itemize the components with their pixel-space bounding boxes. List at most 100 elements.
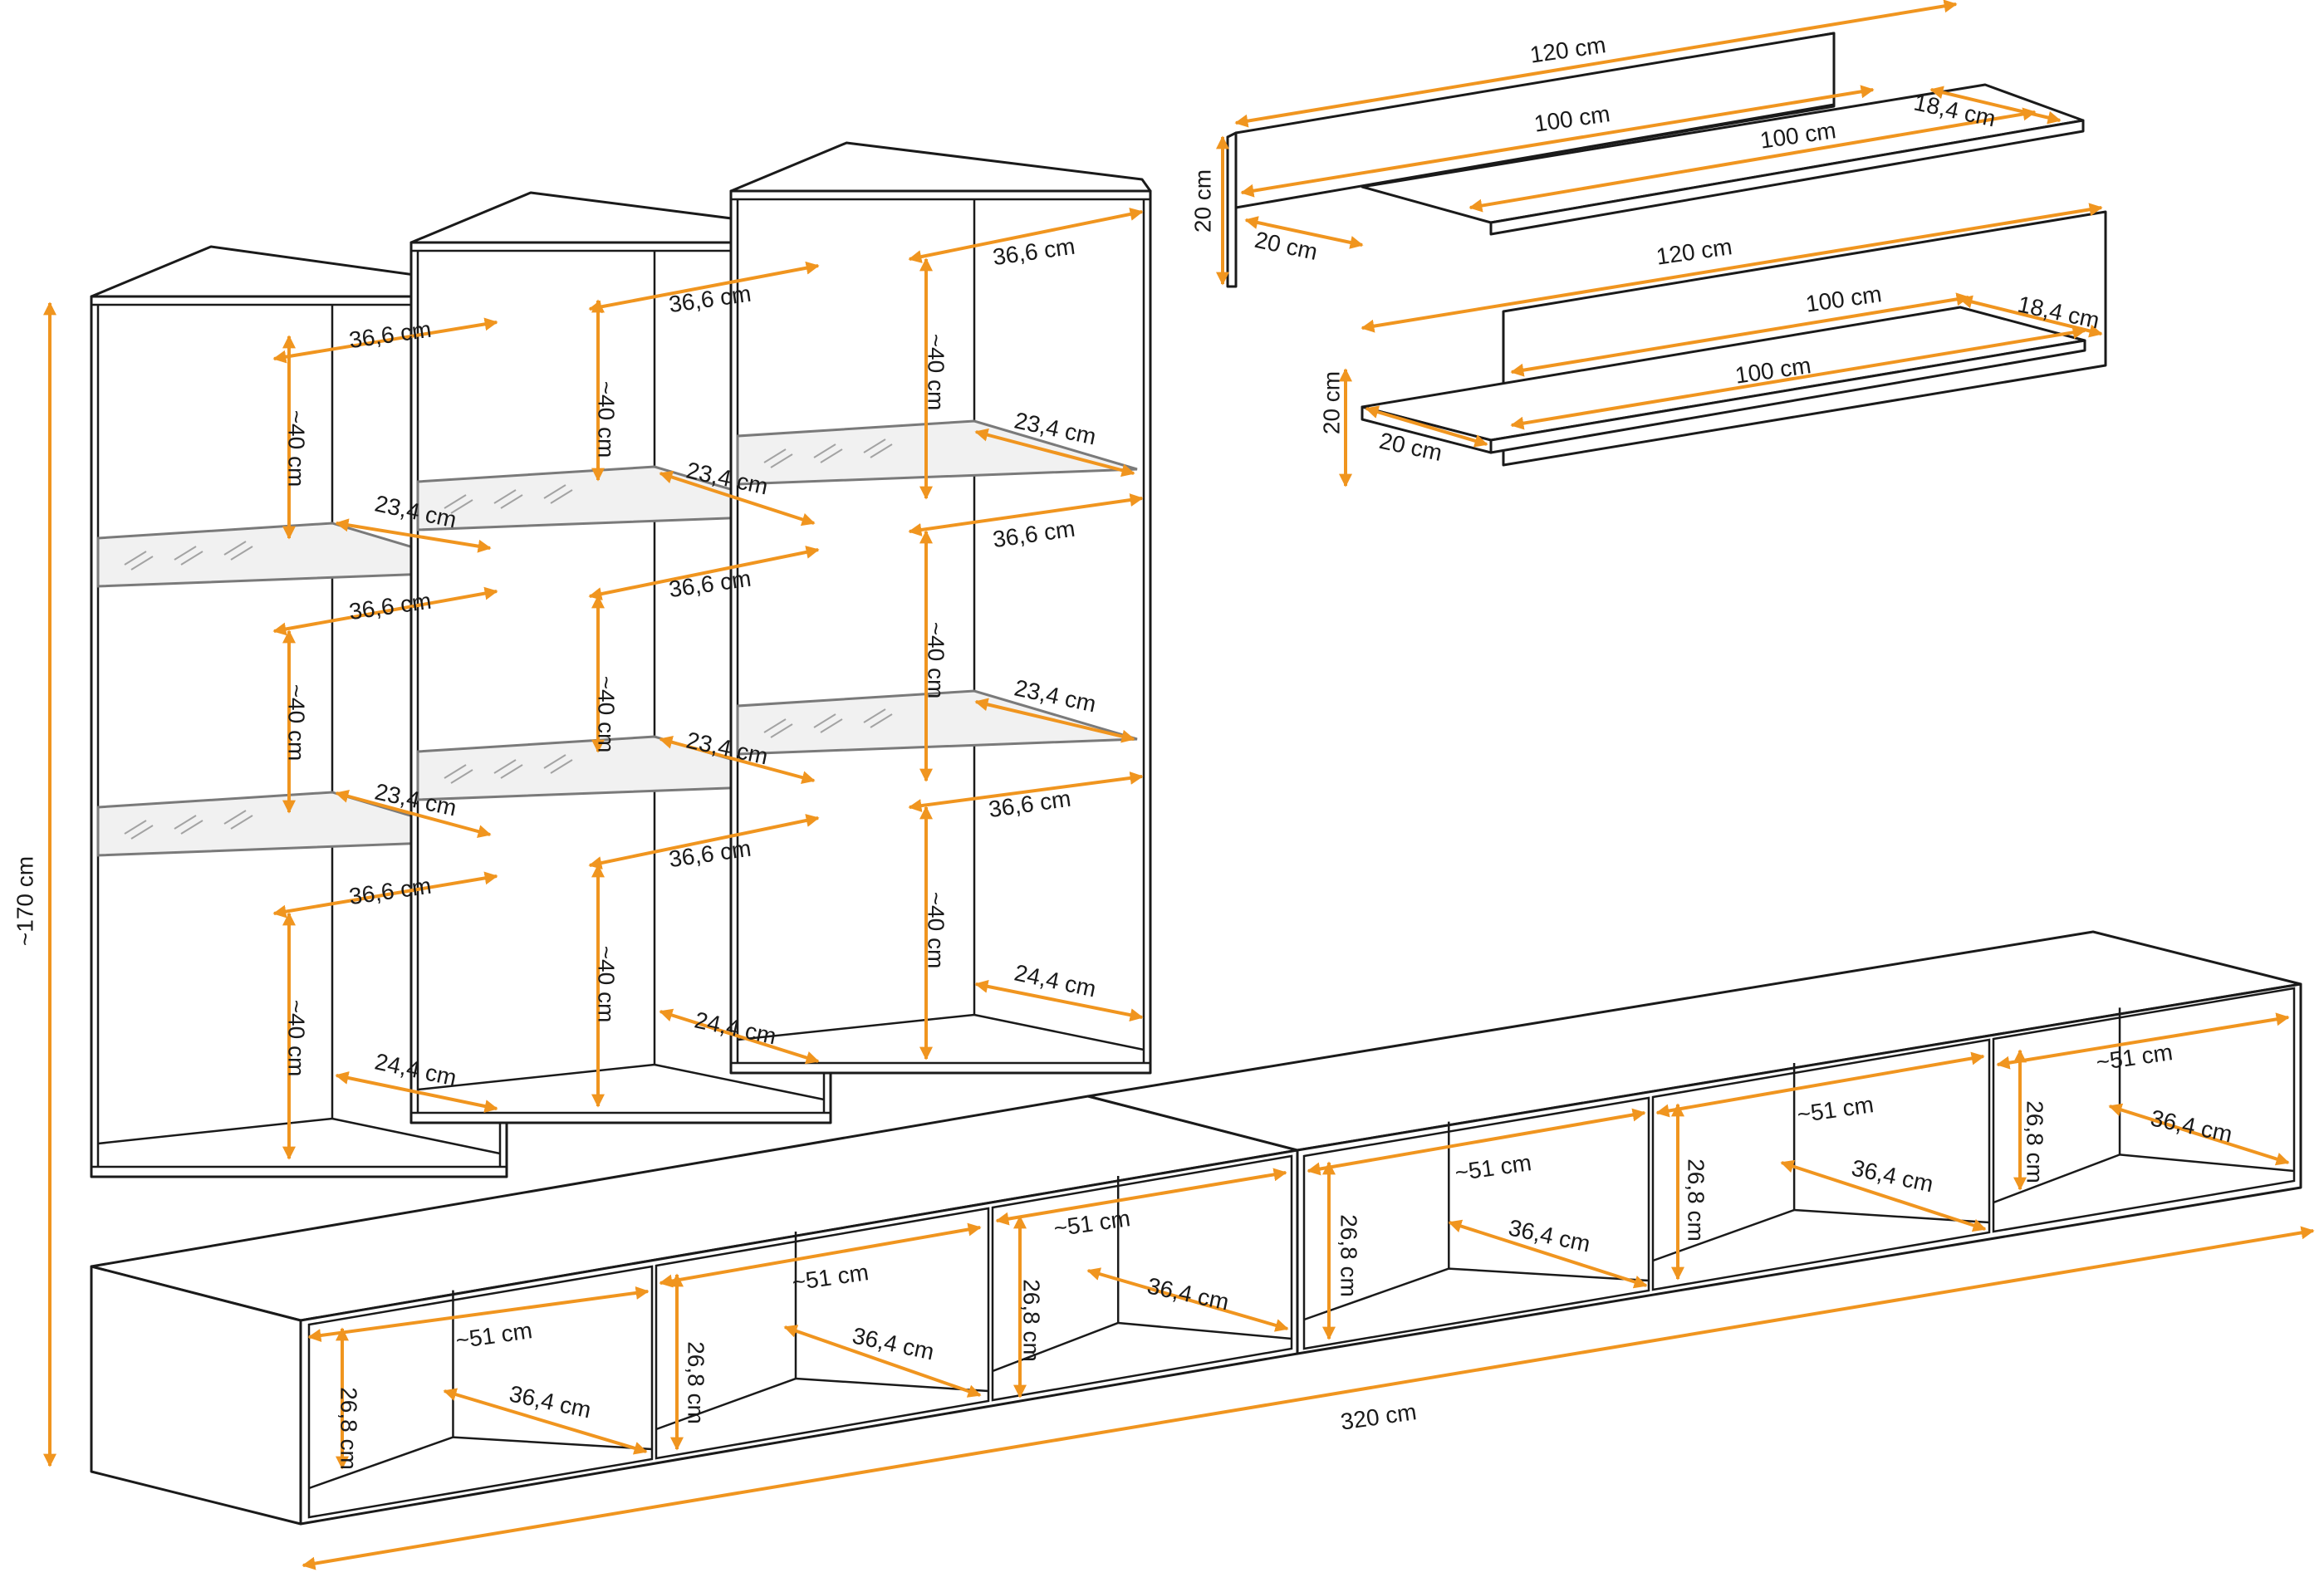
cabinet-0-floor-edge	[331, 1117, 501, 1155]
glass-reflection	[450, 769, 473, 784]
bottom-panel-height-label: 20 cm	[1318, 371, 1344, 434]
dimension-arrow	[1448, 1219, 1648, 1289]
dimension-arrow	[588, 814, 820, 869]
dimension-arrow	[995, 1168, 1287, 1226]
glass-reflection	[450, 499, 473, 514]
glass-reflection	[763, 448, 787, 463]
dimension-arrow	[974, 698, 1135, 743]
glass-reflection	[130, 825, 154, 840]
total-width-label: 320 cm	[1339, 1399, 1418, 1434]
dimension-arrow	[659, 1222, 982, 1288]
dimension-arrow	[588, 261, 820, 314]
cabinet-2-top	[729, 141, 1152, 193]
lowboard-5-height-label: 26,8 cm	[2022, 1100, 2048, 1183]
top-panel-height-label: 20 cm	[1189, 169, 1215, 233]
lowboard-4-height-label: 26,8 cm	[1684, 1158, 1709, 1242]
glass-reflection	[763, 718, 787, 733]
cabinet-1-floor-edge	[654, 1063, 825, 1101]
cabinet-2-height-label: ~40 cm	[924, 334, 949, 411]
glass-reflection	[543, 484, 566, 499]
dimension-arrow	[908, 771, 1144, 813]
dimension-arrow	[1959, 295, 2103, 338]
dimension-arrow	[1307, 1108, 1646, 1176]
lowboard-compartment-5	[1992, 987, 2296, 1233]
glass-reflection	[124, 820, 147, 835]
glass-reflection	[813, 443, 836, 458]
dimension-arrow	[908, 493, 1144, 536]
glass-reflection	[863, 708, 886, 723]
dimension-arrow	[1244, 216, 1364, 249]
lowboard-2-height-label: 26,8 cm	[1019, 1279, 1045, 1362]
dimension-arrow	[1780, 1159, 1987, 1232]
glass-reflection	[770, 723, 793, 738]
cabinet-0-height-label: ~40 cm	[284, 1000, 310, 1077]
glass-reflection	[444, 494, 467, 509]
dimension-arrow	[659, 736, 816, 784]
dimension-arrow	[335, 518, 492, 553]
dimension-arrow	[783, 1325, 982, 1398]
dimension-arrow	[659, 1008, 820, 1065]
glass-reflection	[500, 764, 523, 779]
dimension-arrow	[1996, 1012, 2290, 1070]
lowboard-0-height-label: 26,8 cm	[336, 1387, 362, 1470]
glass-reflection	[813, 713, 836, 728]
glass-reflection	[444, 764, 467, 779]
glass-reflection	[493, 489, 517, 504]
dimension-arrow	[1468, 107, 2037, 213]
dimension-arrow	[1510, 326, 2086, 430]
dimension-arrow	[443, 1388, 648, 1455]
glass-reflection	[550, 759, 573, 774]
cabinet-1-height-label: ~40 cm	[594, 676, 620, 753]
glass-reflection	[500, 494, 523, 509]
lowboard-3-height-label: 26,8 cm	[1336, 1214, 1362, 1297]
glass-reflection	[543, 754, 566, 769]
dimension-arrow	[659, 470, 816, 527]
cabinet-0-height-label: ~40 cm	[284, 410, 310, 487]
glass-reflection	[870, 443, 893, 458]
glass-reflection	[230, 815, 253, 830]
cabinet-1-height-label: ~40 cm	[594, 381, 620, 458]
lowboard-compartment-5-back-floor	[1993, 1154, 2121, 1204]
dimension-arrow	[588, 546, 820, 600]
cabinet-1-height-label: ~40 cm	[594, 946, 620, 1023]
dimension-arrow	[908, 208, 1144, 263]
dimension-arrow	[272, 871, 498, 918]
cabinet-0-height-label: ~40 cm	[284, 684, 310, 762]
dimension-arrow	[272, 317, 498, 364]
cabinet-2-height-label: ~40 cm	[924, 892, 949, 969]
dimension-arrow	[1655, 1051, 1985, 1118]
glass-reflection	[550, 489, 573, 504]
glass-reflection	[770, 453, 793, 468]
glass-reflection	[174, 546, 197, 561]
dimension-arrow	[1361, 203, 2103, 333]
glass-reflection	[180, 820, 203, 835]
total-height-label: ~170 cm	[12, 856, 37, 946]
glass-reflection	[230, 546, 253, 561]
glass-reflection	[174, 815, 197, 830]
dimension-arrow	[302, 1226, 2315, 1570]
dimension-arrow	[307, 1286, 650, 1343]
glass-reflection	[180, 551, 203, 566]
glass-reflection	[820, 448, 843, 463]
glass-reflection	[493, 759, 517, 774]
dimension-arrow	[2108, 1103, 2290, 1166]
glass-reflection	[124, 551, 147, 566]
dimension-lines	[43, 0, 2315, 1570]
dimension-arrow	[974, 979, 1144, 1022]
dimension-arrow	[1929, 86, 2062, 125]
dimension-arrow	[1086, 1267, 1289, 1332]
glass-reflection	[863, 438, 886, 453]
dimension-arrow	[974, 428, 1135, 478]
glass-reflection	[223, 541, 247, 556]
lowboard-1-height-label: 26,8 cm	[684, 1341, 709, 1424]
glass-reflection	[820, 718, 843, 733]
bottom-panel-length-label: 120 cm	[1655, 233, 1733, 269]
dimension-arrow	[1365, 405, 1488, 448]
cabinet-2-height-label: ~40 cm	[924, 622, 949, 699]
dimension-arrow	[335, 790, 492, 838]
glass-reflection	[223, 810, 247, 825]
glass-reflection	[870, 713, 893, 728]
dimension-arrow	[272, 586, 498, 636]
